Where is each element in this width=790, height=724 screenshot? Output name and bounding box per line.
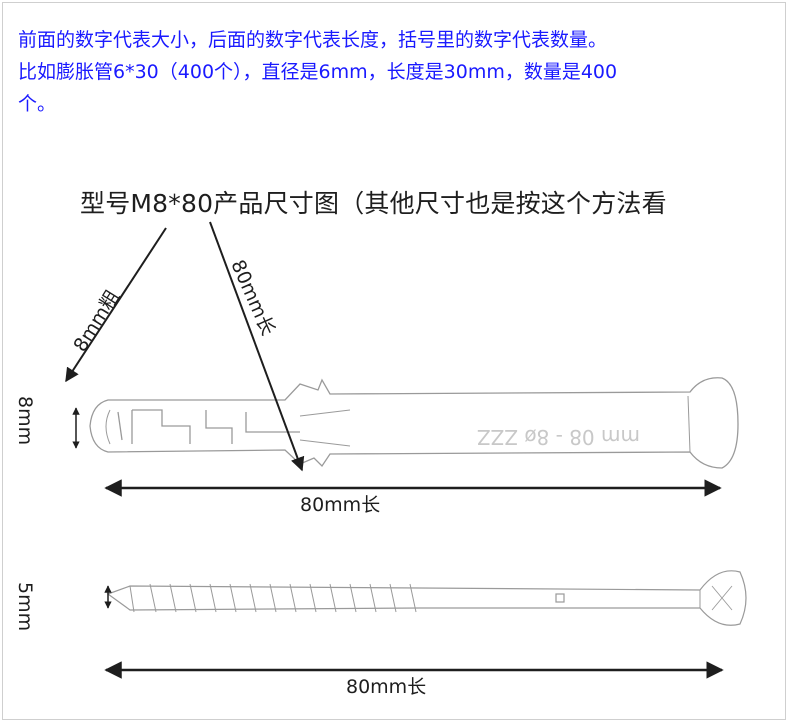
length-callout-arrow — [209, 221, 305, 472]
diagram-heading: 型号M8*80产品尺寸图（其他尺寸也是按这个方法看 — [80, 189, 667, 218]
screw-diameter-label: 5mm — [14, 582, 36, 632]
anchor-diameter-label: 8mm — [14, 396, 36, 446]
expansion-anchor-sketch — [89, 377, 739, 469]
screw-sketch — [106, 570, 747, 626]
intro-line-3: 个。 — [18, 93, 57, 115]
anchor-length-label: 80mm长 — [300, 494, 381, 516]
anchor-engraving: mm 08 - 8ø ZZZ — [477, 425, 640, 449]
intro-line-2: 比如膨胀管6*30（400个），直径是6mm，长度是30mm，数量是400 — [18, 61, 618, 83]
screw-length-label: 80mm长 — [346, 676, 427, 698]
thickness-callout-arrow — [65, 227, 167, 383]
intro-line-1: 前面的数字代表大小，后面的数字代表长度，括号里的数字代表数量。 — [18, 29, 608, 51]
intro-text: 前面的数字代表大小，后面的数字代表长度，括号里的数字代表数量。 比如膨胀管6*3… — [18, 24, 770, 120]
